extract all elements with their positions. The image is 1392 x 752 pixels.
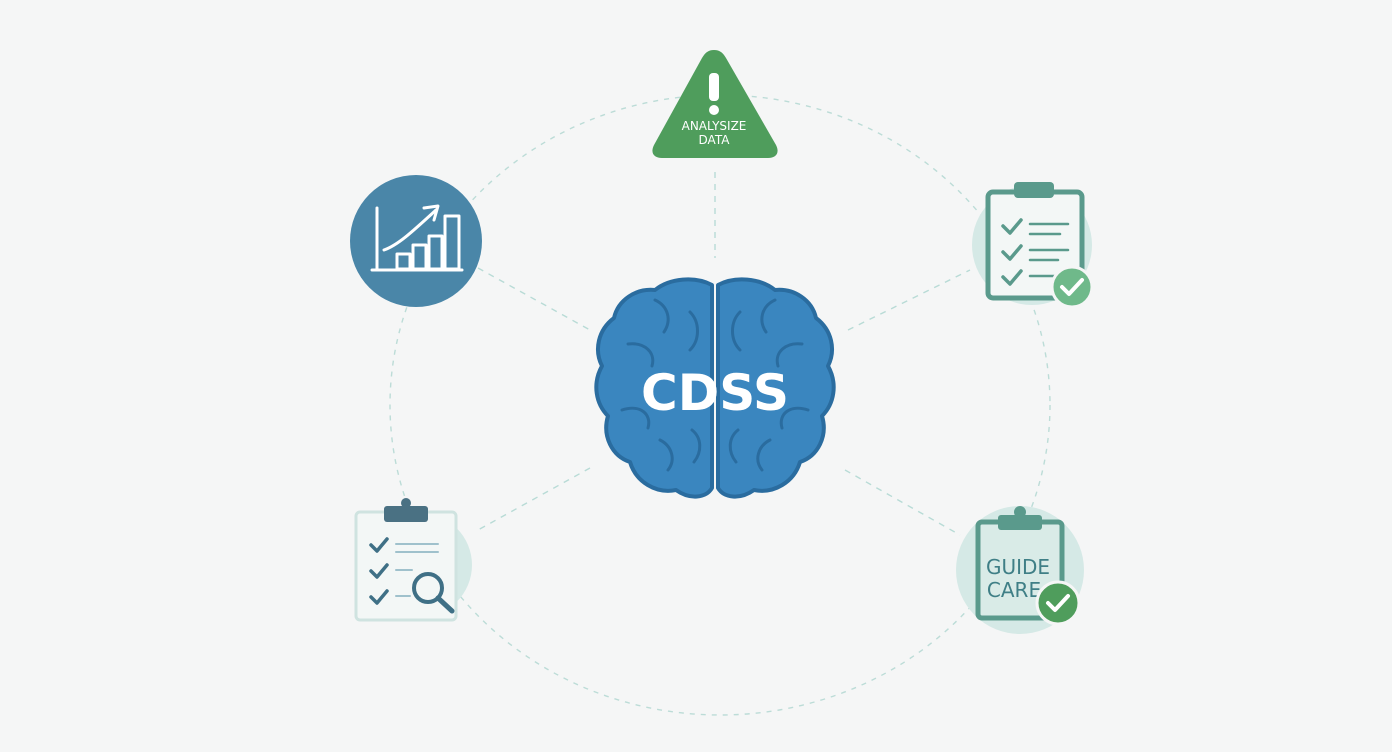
connector-lower-right [844, 469, 961, 536]
analyze-label-line2: DATA [699, 133, 731, 147]
clipboard-clip [1014, 182, 1054, 198]
guide-label-line2: CARE [987, 578, 1041, 602]
magnifier-icon [412, 572, 455, 614]
search-checklist-icon [369, 537, 439, 605]
exclamation-dot [709, 105, 719, 115]
check-badge-icon [1050, 265, 1094, 309]
review-clipboard-clip [384, 506, 428, 522]
checklist-icon [1001, 218, 1070, 286]
brain-left-hemisphere [594, 277, 714, 499]
analyze-label-line1: ANALYSIZE [682, 119, 747, 133]
brain-folds [620, 298, 810, 472]
guide-label-line1: GUIDE [986, 555, 1050, 579]
guide-clipboard-clip [998, 515, 1042, 530]
review-node [354, 498, 472, 622]
guide-check-badge-icon [1035, 580, 1081, 626]
warning-icon [652, 50, 778, 158]
checklist-node [972, 182, 1094, 309]
brain-icon: CDSS [594, 277, 836, 499]
chart-node-circle [350, 175, 482, 307]
exclamation-bar [709, 73, 719, 101]
center-label: CDSS [641, 364, 789, 422]
connector-lower-left [477, 467, 591, 531]
connector-upper-left [477, 267, 591, 331]
chart-node [350, 175, 482, 307]
connector-upper-right [847, 269, 971, 331]
guide-care-node: GUIDE CARE [956, 506, 1084, 634]
chart-icon [370, 204, 464, 272]
analyze-data-node: ANALYSIZE DATA [652, 50, 778, 158]
connectors [477, 172, 971, 536]
brain-right-hemisphere [716, 277, 836, 499]
